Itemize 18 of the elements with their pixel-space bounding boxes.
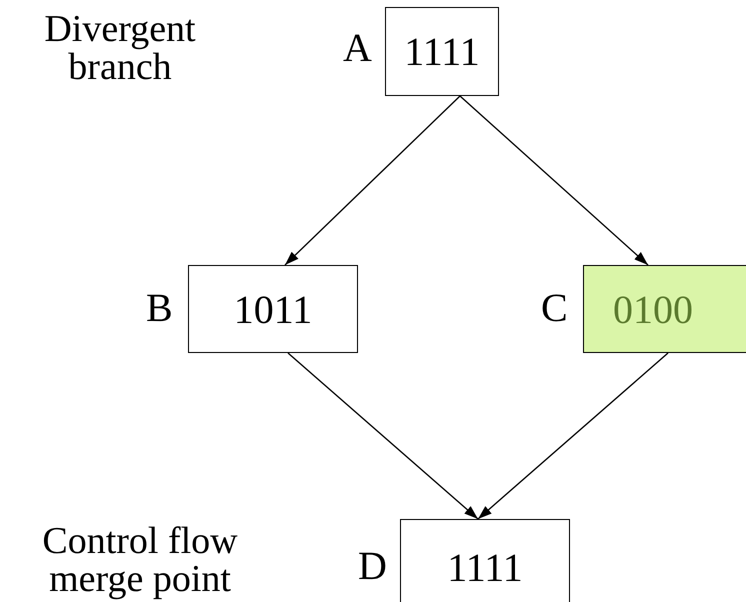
process-box (188, 265, 358, 353)
annotation-text: Divergent branch (43, 10, 197, 86)
process-box (400, 519, 570, 602)
bit-mask-text: 1011 (234, 286, 312, 332)
bit-mask-text: 1111 (404, 28, 480, 75)
node-letter: D (358, 546, 387, 586)
node-letter: A (343, 28, 372, 68)
arrow (288, 352, 478, 520)
bit-mask-text: 0100 (613, 286, 693, 332)
process-box (583, 265, 746, 353)
node-letter: C (541, 288, 568, 328)
annotation-text: Control flow merge point (41, 522, 239, 598)
bit-mask-text: 1111 (447, 544, 523, 591)
arrow (284, 96, 460, 266)
arrow (460, 96, 648, 266)
process-box (385, 7, 499, 96)
arrow (478, 352, 668, 520)
node-letter: B (146, 288, 173, 328)
